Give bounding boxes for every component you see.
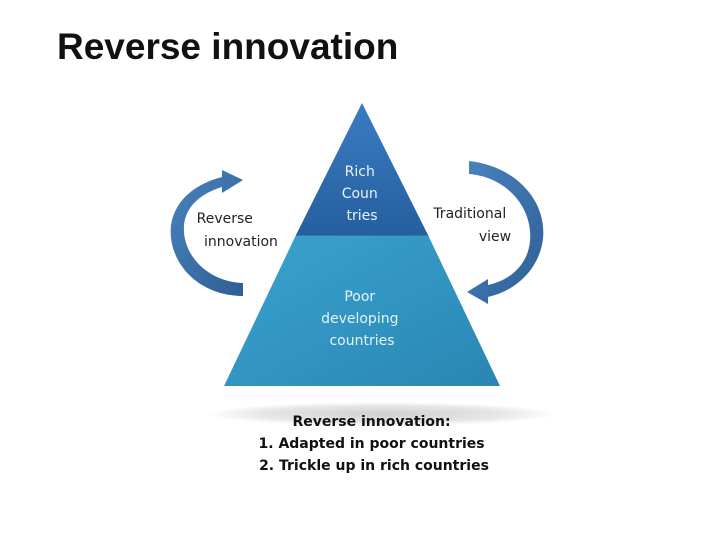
bottom-tier-label: Poor developing countries: [321, 289, 403, 349]
pyramid-shadow: [207, 402, 557, 426]
caption-item: 2. Trickle up in rich countries: [259, 458, 489, 474]
pyramid-bottom-tier: [224, 235, 500, 386]
traditional-view-arrow-icon: [467, 161, 544, 304]
page-title: Reverse innovation: [57, 26, 399, 67]
traditional-view-label: Traditional view: [432, 206, 511, 245]
caption-heading: Reverse innovation:: [293, 414, 451, 430]
top-tier-label: Rich Coun tries: [342, 164, 383, 224]
caption-item: 1. Adapted in poor countries: [259, 436, 485, 452]
caption: Reverse innovation: 1. Adapted in poor c…: [259, 414, 490, 474]
reverse-innovation-arrow-icon: [170, 170, 243, 296]
reverse-innovation-label: Reverse innovation: [197, 211, 278, 250]
pyramid-top-tier: [296, 103, 428, 235]
